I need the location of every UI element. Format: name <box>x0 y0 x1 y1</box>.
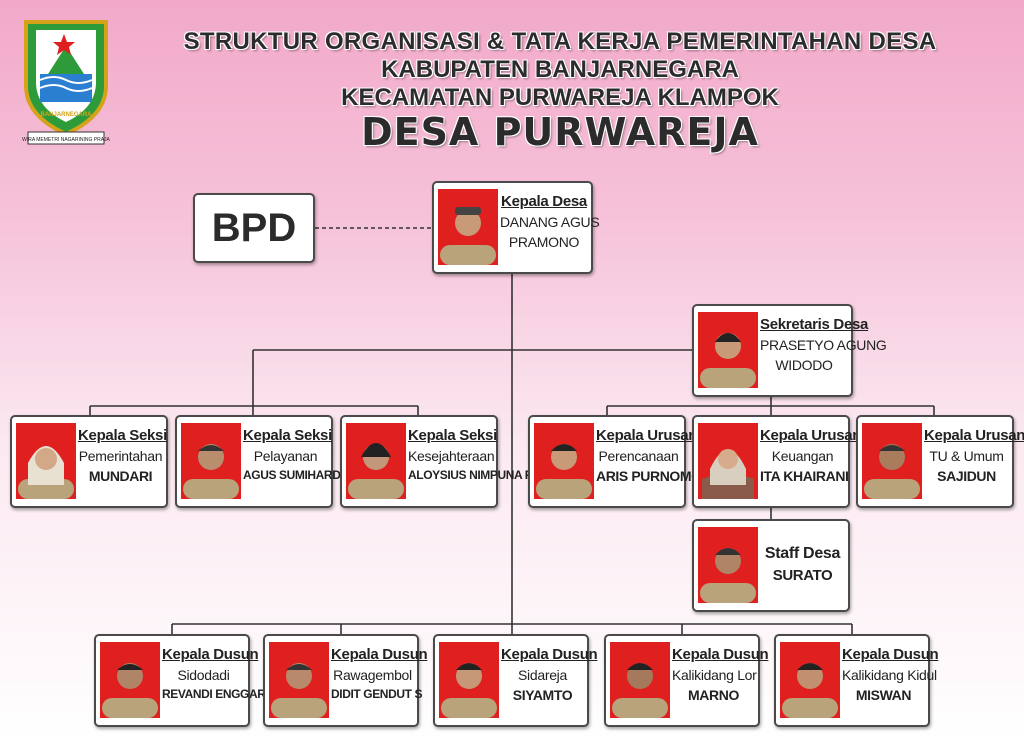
dusun-kalikidang-kidul-unit: Kalikidang Kidul <box>842 667 937 683</box>
dusun-kalikidang-kidul-photo <box>780 642 840 718</box>
logo-motto: WIRA MEMETRI NAGARINING PRAJA <box>22 137 110 143</box>
staff-desa-name: SURATO <box>772 567 833 584</box>
seksi-kesejahteraan-photo <box>346 423 406 499</box>
logo-text: BANJARNEGARA <box>40 112 92 118</box>
sekretaris-name-2: WIDODO <box>775 357 833 373</box>
seksi-kesejahteraan-role: Kepala Seksi <box>408 427 497 444</box>
dusun-rawagembol-name: DIDIT GENDUT S <box>331 687 423 701</box>
kepala-dusun-kalikidang-lor-box: Kepala Dusun Kalikidang Lor MARNO <box>604 634 769 727</box>
seksi-kesejahteraan-name: ALOYSIUS NIMPUNA P <box>408 468 533 482</box>
dusun-rawagembol-role: Kepala Dusun <box>331 646 428 663</box>
dusun-sidareja-unit: Sidareja <box>518 667 567 683</box>
urusan-tu-umum-role: Kepala Urusan <box>924 427 1024 444</box>
seksi-pelayanan-name: AGUS SUMIHARDI <box>243 468 344 482</box>
dusun-kalikidang-kidul-role: Kepala Dusun <box>842 646 939 663</box>
kepala-urusan-keuangan-box: Kepala Urusan Keuangan ITA KHAIRANI <box>692 415 862 508</box>
urusan-perencanaan-photo <box>534 423 594 499</box>
seksi-pelayanan-photo <box>181 423 241 499</box>
dusun-sidareja-name: SIYAMTO <box>512 687 573 703</box>
dusun-rawagembol-photo <box>269 642 329 718</box>
kepala-desa-box: Kepala Desa DANANG AGUS PRAMONO <box>432 181 600 274</box>
kepala-dusun-sidodadi-box: Kepala Dusun Sidodadi REVANDI ENGGAR S <box>94 634 277 727</box>
title-line-3: KECAMATAN PURWAREJA KLAMPOK <box>341 84 779 111</box>
urusan-tu-umum-name: SAJIDUN <box>937 468 996 484</box>
title-line-2: KABUPATEN BANJARNEGARA <box>381 56 739 83</box>
kepala-dusun-sidareja-box: Kepala Dusun Sidareja SIYAMTO <box>433 634 598 727</box>
title-line-4: DESA PURWAREJA <box>361 110 759 154</box>
sekretaris-name-1: PRASETYO AGUNG <box>760 337 887 353</box>
dusun-sidodadi-role: Kepala Dusun <box>162 646 259 663</box>
staff-desa-role: Staff Desa <box>764 545 841 562</box>
seksi-pemerintahan-unit: Pemerintahan <box>78 448 163 464</box>
sekretaris-desa-box: Sekretaris Desa PRASETYO AGUNG WIDODO <box>692 304 887 397</box>
urusan-perencanaan-name: ARIS PURNOMO <box>596 468 702 484</box>
seksi-pelayanan-unit: Pelayanan <box>253 448 318 464</box>
urusan-tu-umum-photo <box>862 423 922 499</box>
urusan-perencanaan-unit: Perencanaan <box>598 448 679 464</box>
urusan-keuangan-role: Kepala Urusan <box>760 427 862 444</box>
dusun-kalikidang-lor-photo <box>610 642 670 718</box>
kepala-desa-name-2: PRAMONO <box>508 234 580 250</box>
dusun-kalikidang-kidul-name: MISWAN <box>855 687 912 703</box>
dusun-sidodadi-unit: Sidodadi <box>177 667 230 683</box>
sekretaris-role: Sekretaris Desa <box>760 316 869 333</box>
urusan-keuangan-name: ITA KHAIRANI <box>760 468 849 484</box>
title-line-1: STRUKTUR ORGANISASI & TATA KERJA PEMERIN… <box>183 28 937 55</box>
banjarnegara-crest-logo: WIRA MEMETRI NAGARINING PRAJA BANJARNEGA… <box>18 16 114 152</box>
dusun-sidodadi-photo <box>100 642 160 718</box>
urusan-keuangan-photo <box>698 423 758 499</box>
kepala-dusun-kalikidang-kidul-box: Kepala Dusun Kalikidang Kidul MISWAN <box>774 634 939 727</box>
seksi-pemerintahan-name: MUNDARI <box>88 468 153 484</box>
urusan-tu-umum-unit: TU & Umum <box>929 448 1004 464</box>
dusun-rawagembol-unit: Rawagembol <box>333 667 412 683</box>
kepala-urusan-tu-umum-box: Kepala Urusan TU & Umum SAJIDUN <box>856 415 1024 508</box>
bpd-box: BPD <box>193 193 315 263</box>
dusun-kalikidang-lor-unit: Kalikidang Lor <box>672 667 757 683</box>
dusun-sidareja-photo <box>439 642 499 718</box>
seksi-pelayanan-role: Kepala Seksi <box>243 427 332 444</box>
seksi-kesejahteraan-unit: Kesejahteraan <box>408 448 495 464</box>
seksi-pemerintahan-role: Kepala Seksi <box>78 427 167 444</box>
seksi-pemerintahan-photo <box>16 423 76 499</box>
dusun-sidodadi-name: REVANDI ENGGAR S <box>162 687 277 701</box>
urusan-perencanaan-role: Kepala Urusan <box>596 427 698 444</box>
dusun-kalikidang-lor-role: Kepala Dusun <box>672 646 769 663</box>
kepala-dusun-rawagembol-box: Kepala Dusun Rawagembol DIDIT GENDUT S <box>263 634 428 727</box>
kepala-desa-role: Kepala Desa <box>501 193 587 210</box>
kepala-seksi-pemerintahan-box: Kepala Seksi Pemerintahan MUNDARI <box>10 415 168 508</box>
kepala-desa-photo <box>438 189 498 265</box>
kepala-seksi-kesejahteraan-box: Kepala Seksi Kesejahteraan ALOYSIUS NIMP… <box>340 415 533 508</box>
dusun-sidareja-role: Kepala Dusun <box>501 646 598 663</box>
kepala-desa-name-1: DANANG AGUS <box>500 214 600 230</box>
sekretaris-photo <box>698 312 758 388</box>
staff-desa-photo <box>698 527 758 603</box>
kepala-seksi-pelayanan-box: Kepala Seksi Pelayanan AGUS SUMIHARDI <box>175 415 344 508</box>
staff-desa-box: Staff Desa SURATO <box>692 519 850 612</box>
dusun-kalikidang-lor-name: MARNO <box>688 687 739 703</box>
urusan-keuangan-unit: Keuangan <box>771 448 834 464</box>
kepala-urusan-perencanaan-box: Kepala Urusan Perencanaan ARIS PURNOMO <box>528 415 702 508</box>
